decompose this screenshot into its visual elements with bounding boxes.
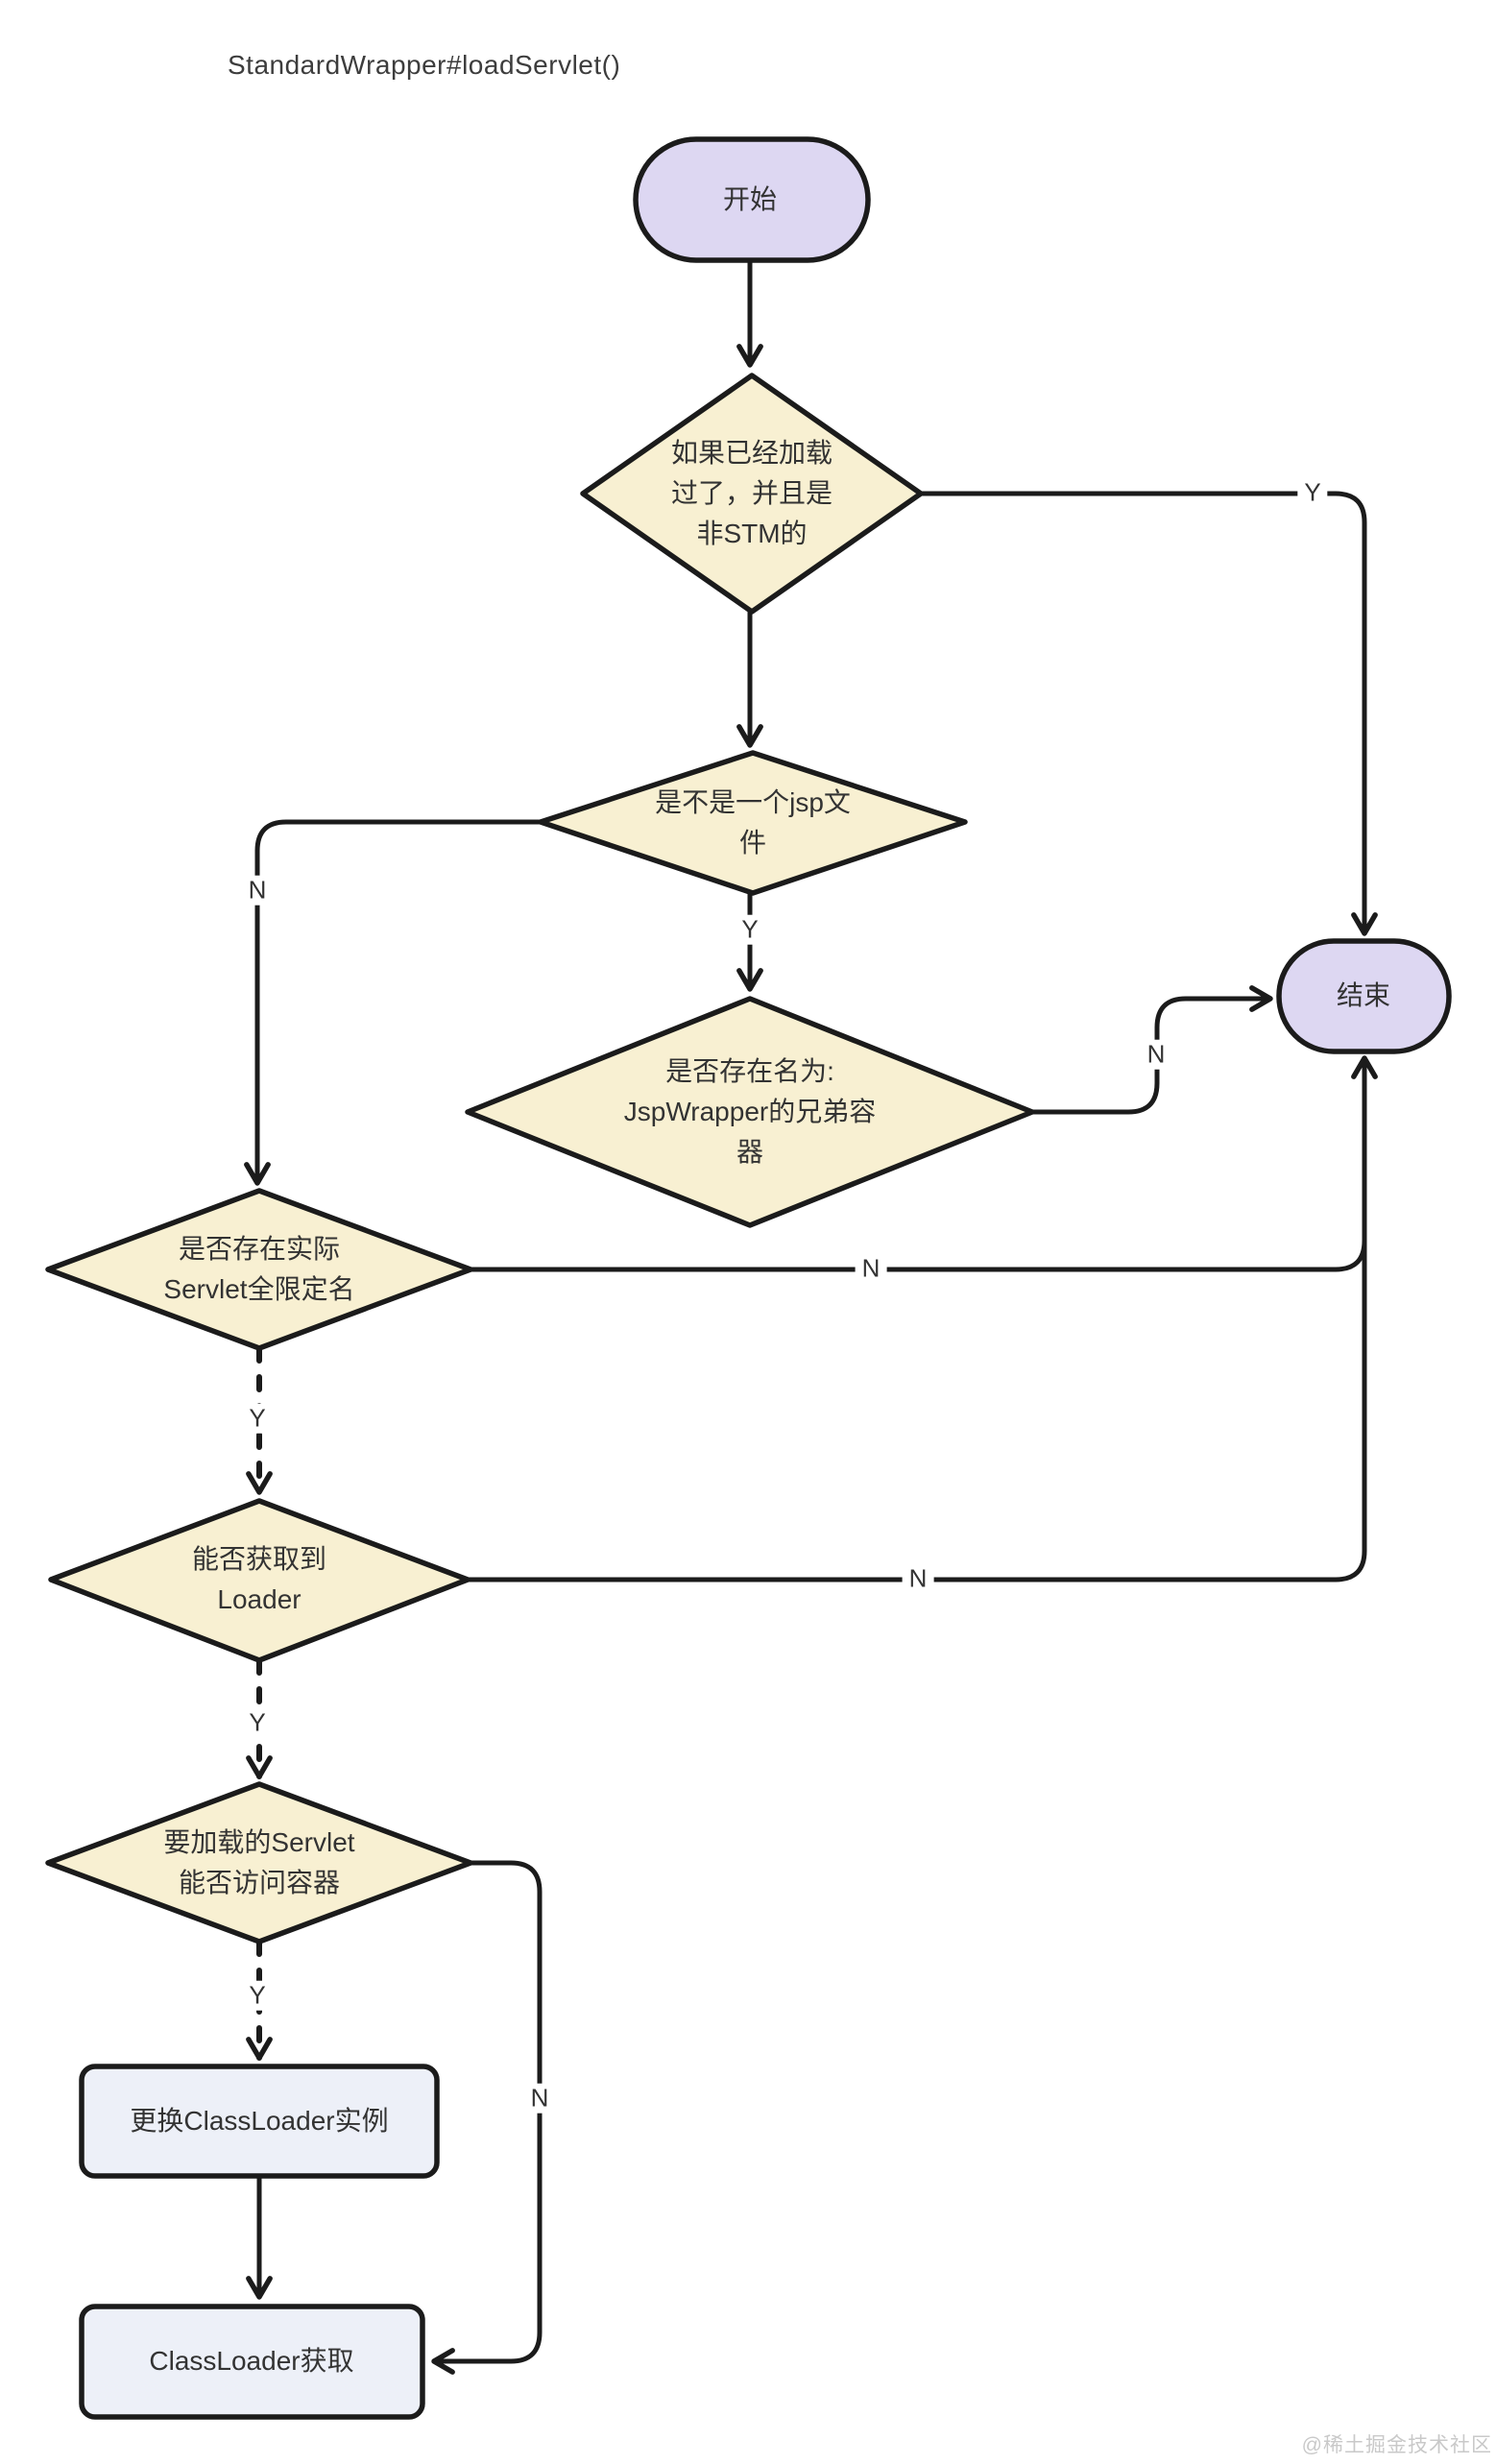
edge-is-jsp-no-to-servlet-fqn (244, 819, 543, 1186)
decision-is-jsp-file-shape (538, 750, 968, 896)
end-node-shape (1276, 938, 1452, 1054)
start-node-shape (633, 136, 871, 263)
edge-jspwrapper-no-to-end (1029, 985, 1273, 1115)
process-replace-classloader-shape (79, 2064, 440, 2179)
decision-servlet-access-shape (45, 1781, 473, 1945)
decision-servlet-fqn-shape (45, 1188, 473, 1351)
process-classloader-get-shape (79, 2304, 425, 2420)
decision-jspwrapper-sibling-shape (465, 996, 1035, 1228)
edge-get-loader-no-to-end (461, 1055, 1378, 1582)
edge-servlet-access-no-to-classloader-get (431, 1860, 543, 2375)
decision-get-loader-shape (48, 1498, 471, 1663)
watermark: @稀土掘金技术社区 (1301, 2434, 1492, 2456)
diagram-title: StandardWrapper#loadServlet() (228, 50, 621, 80)
edge-already-loaded-yes-to-end (918, 491, 1378, 936)
edge-servlet-fqn-no-to-end (468, 1149, 1367, 1272)
decision-already-loaded-shape (580, 373, 924, 615)
